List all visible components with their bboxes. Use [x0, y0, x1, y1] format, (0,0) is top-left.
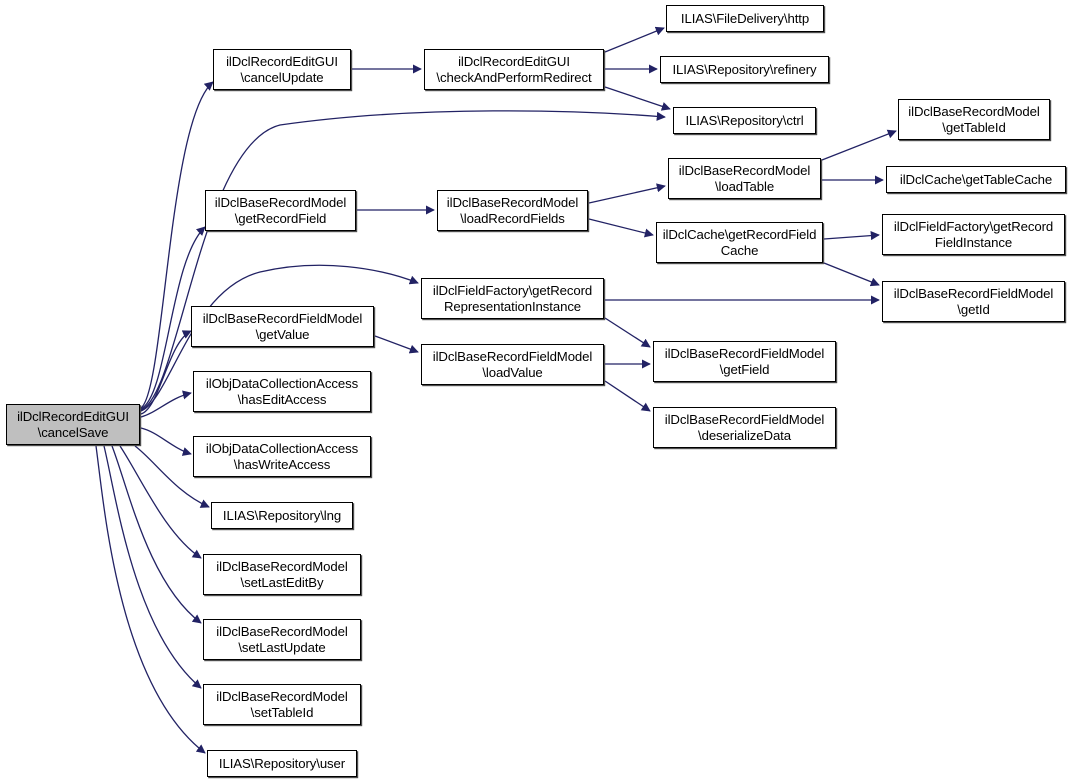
call-edge-cancelSave-to-setLastEditBy: [119, 445, 202, 559]
graph-node-label: ilDclFieldFactory\getRecord FieldInstanc…: [893, 219, 1054, 250]
graph-node-getIdFieldModel[interactable]: ilDclBaseRecordFieldModel \getId: [882, 281, 1065, 322]
graph-node-repositoryUser[interactable]: ILIAS\Repository\user: [207, 750, 357, 777]
graph-node-hasWriteAccess[interactable]: ilObjDataCollectionAccess \hasWriteAcces…: [193, 436, 371, 477]
call-edge-getValue-to-loadValue: [374, 335, 419, 354]
graph-node-loadRecordFields[interactable]: ilDclBaseRecordModel \loadRecordFields: [437, 190, 588, 231]
graph-node-label: ilDclBaseRecordModel \loadTable: [678, 163, 811, 194]
graph-node-label: ilDclRecordEditGUI \cancelSave: [17, 409, 129, 440]
graph-node-label: ilDclBaseRecordModel \setLastEditBy: [216, 559, 348, 590]
graph-node-label: ILIAS\FileDelivery\http: [680, 10, 810, 26]
graph-node-setLastEditBy[interactable]: ilDclBaseRecordModel \setLastEditBy: [203, 554, 361, 595]
graph-node-label: ilDclBaseRecordFieldModel \loadValue: [432, 349, 593, 380]
graph-node-getTableId[interactable]: ilDclBaseRecordModel \getTableId: [898, 99, 1050, 140]
call-edge-loadRecordFields-to-getRecordFieldCache: [588, 218, 654, 238]
graph-node-getRecordField[interactable]: ilDclBaseRecordModel \getRecordField: [205, 190, 356, 231]
call-edge-loadValue-to-deserializeData: [604, 380, 651, 412]
graph-node-getRecordRepresentation[interactable]: ilDclFieldFactory\getRecord Representati…: [421, 278, 604, 319]
graph-node-fileDeliveryHttp[interactable]: ILIAS\FileDelivery\http: [666, 5, 824, 32]
graph-node-repositoryCtrl[interactable]: ILIAS\Repository\ctrl: [673, 107, 816, 134]
graph-node-label: ilDclRecordEditGUI \checkAndPerformRedir…: [436, 54, 592, 85]
call-edge-cancelSave-to-hasWriteAccess: [140, 427, 192, 456]
graph-node-label: ilDclBaseRecordModel \setLastUpdate: [216, 624, 348, 655]
graph-node-setTableId[interactable]: ilDclBaseRecordModel \setTableId: [203, 684, 361, 725]
call-edge-getRecordRepresentation-to-getField: [604, 317, 651, 348]
graph-node-label: ILIAS\Repository\ctrl: [685, 112, 804, 128]
graph-node-label: ilObjDataCollectionAccess \hasWriteAcces…: [205, 441, 359, 472]
graph-node-repositoryLng[interactable]: ILIAS\Repository\lng: [211, 502, 353, 529]
graph-node-label: ilDclBaseRecordFieldModel \getId: [893, 286, 1054, 317]
call-edge-cancelSave-to-setTableId: [103, 445, 202, 689]
graph-node-getRecordFieldInstance[interactable]: ilDclFieldFactory\getRecord FieldInstanc…: [882, 214, 1065, 255]
call-edge-cancelSave-to-repositoryUser: [95, 445, 206, 754]
graph-node-getRecordFieldCache[interactable]: ilDclCache\getRecordField Cache: [656, 222, 823, 263]
call-edge-loadTable-to-getTableId: [821, 129, 897, 161]
graph-node-label: ilObjDataCollectionAccess \hasEditAccess: [205, 376, 359, 407]
graph-node-label: ilDclBaseRecordModel \loadRecordFields: [446, 195, 579, 226]
graph-node-getTableCache[interactable]: ilDclCache\getTableCache: [886, 166, 1066, 193]
graph-node-label: ILIAS\Repository\lng: [222, 507, 342, 523]
graph-node-label: ilDclBaseRecordFieldModel \deserializeDa…: [664, 412, 825, 443]
graph-node-label: ilDclBaseRecordModel \getTableId: [908, 104, 1040, 135]
call-edge-loadRecordFields-to-loadTable: [588, 183, 666, 204]
graph-node-loadValue[interactable]: ilDclBaseRecordFieldModel \loadValue: [421, 344, 604, 385]
graph-node-label: ilDclRecordEditGUI \cancelUpdate: [226, 54, 338, 85]
graph-node-label: ilDclBaseRecordFieldModel \getField: [664, 346, 825, 377]
graph-node-deserializeData[interactable]: ilDclBaseRecordFieldModel \deserializeDa…: [653, 407, 836, 448]
graph-node-repositoryRefinery[interactable]: ILIAS\Repository\refinery: [660, 56, 829, 83]
graph-node-getValue[interactable]: ilDclBaseRecordFieldModel \getValue: [191, 306, 374, 347]
graph-node-label: ILIAS\Repository\user: [218, 755, 346, 771]
graph-node-getField[interactable]: ilDclBaseRecordFieldModel \getField: [653, 341, 836, 382]
call-edge-checkAndPerformRedirect-to-fileDeliveryHttp: [604, 26, 665, 53]
graph-node-label: ILIAS\Repository\refinery: [672, 61, 817, 77]
call-edge-cancelSave-to-hasEditAccess: [140, 390, 192, 418]
graph-node-label: ilDclBaseRecordModel \setTableId: [216, 689, 348, 720]
graph-node-label: ilDclBaseRecordModel \getRecordField: [214, 195, 347, 226]
call-edge-getRecordFieldCache-to-getIdFieldModel: [823, 262, 880, 287]
graph-node-hasEditAccess[interactable]: ilObjDataCollectionAccess \hasEditAccess: [193, 371, 371, 412]
call-edge-cancelSave-to-getValue: [140, 330, 192, 415]
graph-node-loadTable[interactable]: ilDclBaseRecordModel \loadTable: [668, 158, 821, 199]
graph-node-setLastUpdate[interactable]: ilDclBaseRecordModel \setLastUpdate: [203, 619, 361, 660]
graph-node-label: ilDclCache\getTableCache: [899, 171, 1053, 187]
call-edge-cancelSave-to-cancelUpdate: [140, 81, 214, 409]
graph-node-label: ilDclFieldFactory\getRecord Representati…: [432, 283, 593, 314]
graph-node-label: ilDclBaseRecordFieldModel \getValue: [202, 311, 363, 342]
graph-node-cancelUpdate[interactable]: ilDclRecordEditGUI \cancelUpdate: [213, 49, 351, 90]
graph-node-cancelSave[interactable]: ilDclRecordEditGUI \cancelSave: [6, 404, 140, 445]
call-edge-cancelSave-to-setLastUpdate: [111, 445, 202, 624]
graph-node-label: ilDclCache\getRecordField Cache: [662, 227, 817, 258]
graph-node-checkAndPerformRedirect[interactable]: ilDclRecordEditGUI \checkAndPerformRedir…: [424, 49, 604, 90]
call-edge-getRecordFieldCache-to-getRecordFieldInstance: [823, 231, 880, 241]
call-edge-checkAndPerformRedirect-to-repositoryCtrl: [604, 86, 671, 111]
